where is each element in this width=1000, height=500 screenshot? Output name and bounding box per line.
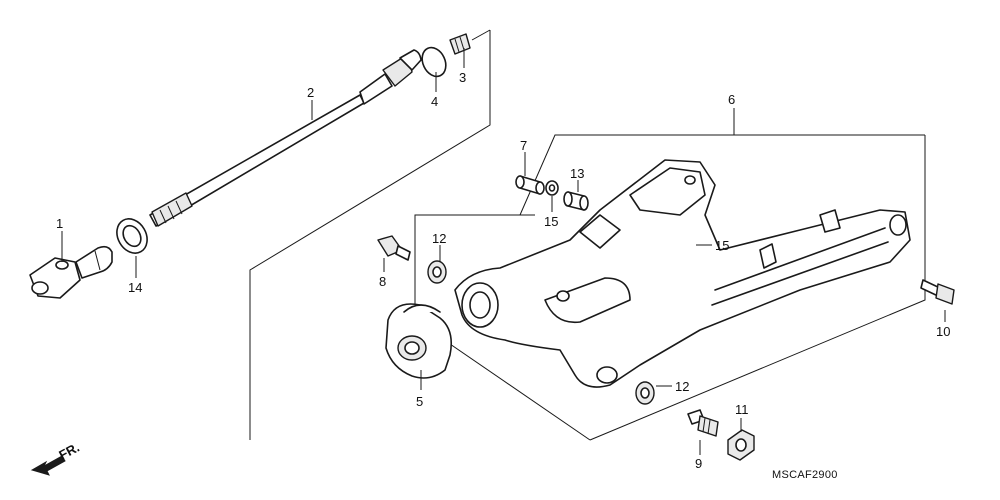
callout-9: 9 xyxy=(695,456,702,471)
collar-part xyxy=(515,175,545,195)
washer-part-upper xyxy=(545,180,559,196)
lock-nut-part xyxy=(727,429,755,461)
drive-shaft-part xyxy=(149,49,422,227)
bearing-part-lower xyxy=(635,381,655,405)
callout-15-lower: 15 xyxy=(715,238,729,253)
leader-lines xyxy=(61,48,946,455)
callout-8: 8 xyxy=(379,274,386,289)
swingarm-part xyxy=(454,159,911,388)
callout-13: 13 xyxy=(570,166,584,181)
front-direction-indicator: FR. xyxy=(30,440,82,476)
driveshaft-group-frame xyxy=(249,29,491,440)
bearing-part-upper xyxy=(427,260,447,284)
pivot-bolt-left-part xyxy=(377,235,411,261)
swingarm-group-frame xyxy=(414,134,926,441)
callout-11: 11 xyxy=(735,402,749,417)
callout-12-lower: 12 xyxy=(675,379,689,394)
callout-7: 7 xyxy=(520,138,527,153)
oil-seal-part xyxy=(116,218,148,254)
callout-2: 2 xyxy=(307,85,314,100)
callout-10: 10 xyxy=(936,324,950,339)
callout-labels: 1 2 3 4 5 6 7 8 9 10 11 12 12 13 14 15 1… xyxy=(56,70,950,471)
diagram-code: MSCAF2900 xyxy=(772,469,838,481)
pivot-bolt-lower-part xyxy=(687,409,719,437)
bushing-part xyxy=(563,191,589,211)
callout-4: 4 xyxy=(431,94,438,109)
callout-6: 6 xyxy=(728,92,735,107)
callout-5: 5 xyxy=(416,394,423,409)
callout-15-upper: 15 xyxy=(544,214,558,229)
callout-3: 3 xyxy=(459,70,466,85)
axle-bolt-part xyxy=(920,279,955,305)
circlip-part xyxy=(421,46,447,78)
coupling-spring-part xyxy=(449,33,471,55)
callout-12-upper: 12 xyxy=(432,231,446,246)
universal-joint-part xyxy=(29,245,113,299)
callout-1: 1 xyxy=(56,216,63,231)
pivot-plate-part xyxy=(385,303,453,379)
callout-14: 14 xyxy=(128,280,142,295)
front-arrow-icon xyxy=(30,455,66,476)
